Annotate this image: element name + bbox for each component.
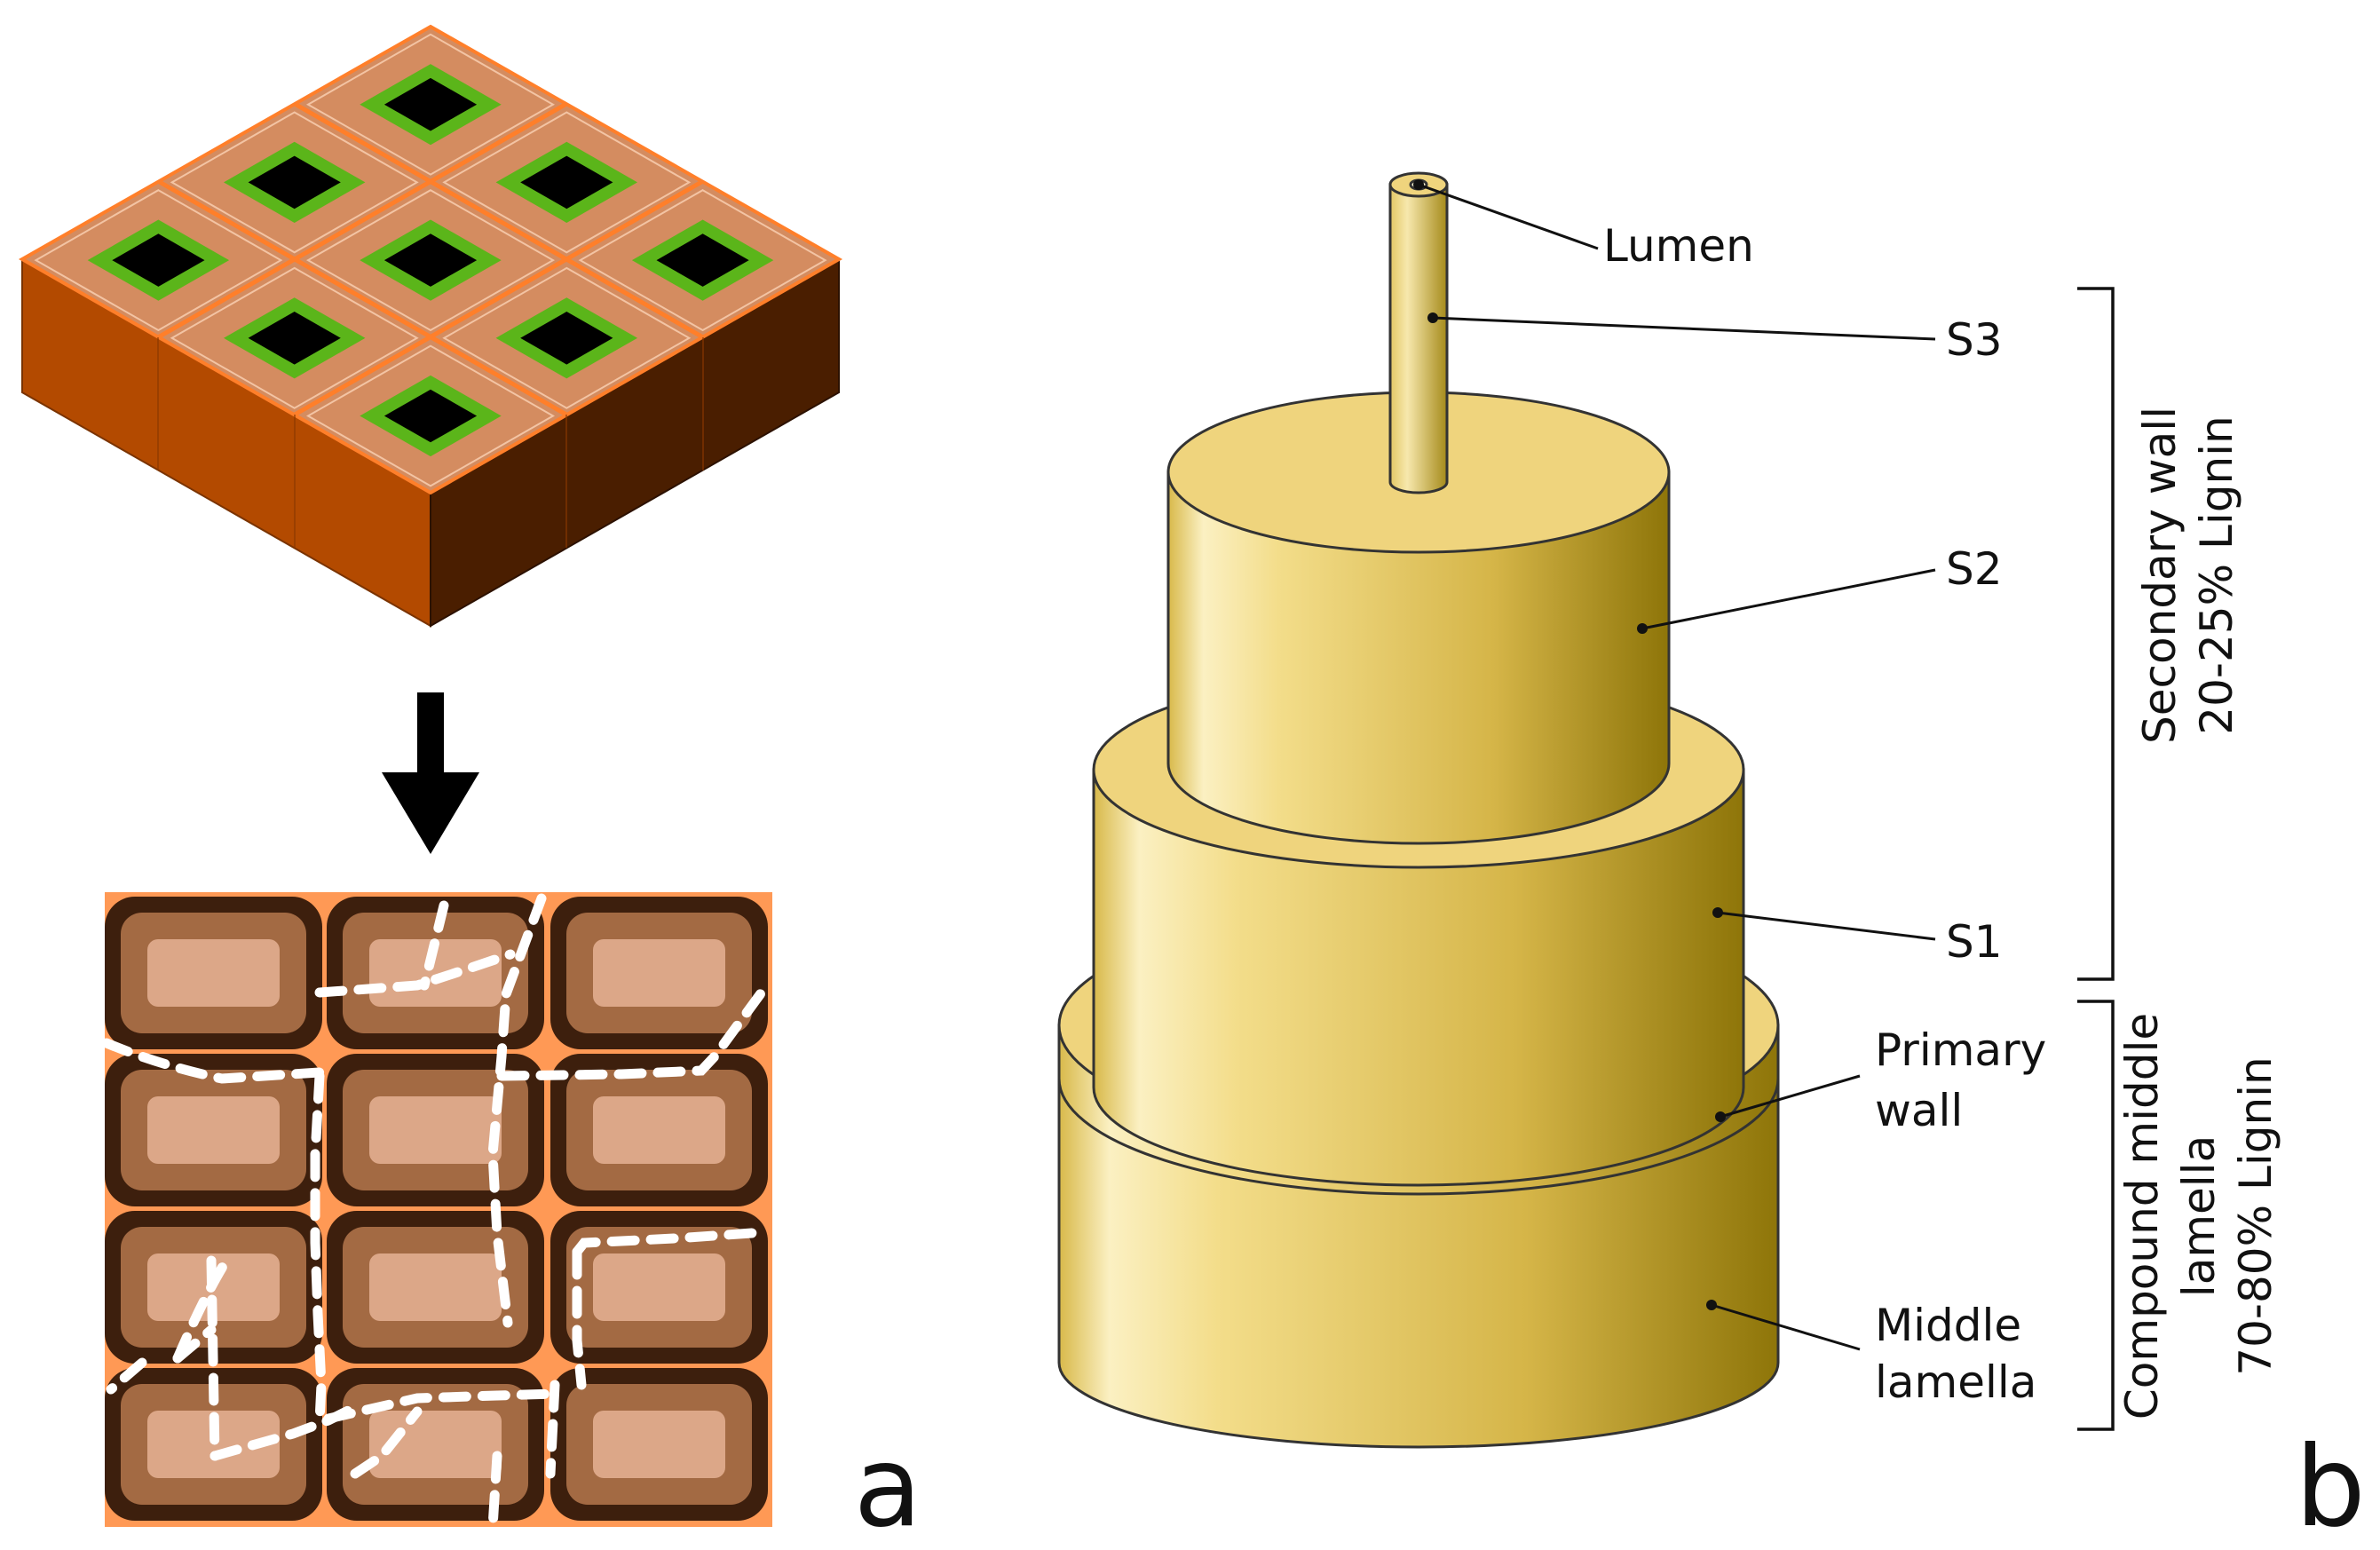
panel-label-a: a	[854, 1423, 922, 1550]
cell-outline	[305, 189, 556, 332]
cross-section-cell	[327, 1054, 544, 1206]
s3-label: S3	[1946, 314, 2003, 366]
s1-leader	[1717, 911, 1936, 941]
block-face-seams	[157, 337, 704, 548]
cross-section-cell	[550, 1368, 768, 1521]
cell-grid	[156, 101, 705, 417]
cross-section-cell	[105, 897, 322, 1049]
primary-wall-label-line1: Primary	[1875, 1024, 2046, 1076]
cell-outline	[170, 266, 419, 409]
cell-outline	[442, 266, 692, 409]
cross-section	[101, 892, 772, 1532]
cell-lumen	[112, 233, 205, 287]
cross-section-cell	[105, 1054, 322, 1206]
cross-section-cell	[550, 1054, 768, 1206]
s2-layer	[1166, 471, 1671, 845]
cell-lumen	[520, 312, 613, 365]
bracket-labels: Secondary wall 20-25% Lignin Compound mi…	[2116, 407, 2281, 1420]
cell-lumens	[34, 33, 827, 487]
cell-lumen	[383, 389, 478, 443]
cell-lumen	[520, 155, 613, 210]
s2-leader	[1641, 568, 1936, 630]
wood-cell-block	[18, 24, 843, 628]
cross-section-cell	[550, 897, 768, 1049]
middle-lamella-leader	[1711, 1303, 1861, 1351]
secondary-wall-label-line2: 20-25% Lignin	[2191, 415, 2242, 734]
middle-lamella-label-line2: lamella	[1875, 1356, 2036, 1408]
cell-lumen	[383, 233, 478, 287]
compound-middle-lamella-label-line3: 70-80% Lignin	[2230, 1056, 2281, 1375]
s1-label: S1	[1946, 916, 2003, 968]
compound-middle-lamella-bracket	[2077, 1000, 2115, 1431]
s2-label: S2	[1946, 543, 2003, 595]
crack-lines	[101, 893, 771, 1532]
down-arrow-icon	[382, 692, 479, 854]
cell-lumen	[248, 312, 341, 365]
primary-wall-leader	[1720, 1074, 1861, 1119]
cell-outline	[34, 189, 283, 332]
secondary-wall-label-line1: Secondary wall	[2134, 407, 2186, 744]
cross-section-cell	[327, 1211, 544, 1364]
s1-layer	[1092, 768, 1745, 1187]
primary-wall-label-line2: wall	[1875, 1085, 1963, 1136]
middle-lamella-label-line1: Middle	[1875, 1300, 2021, 1351]
cell-lumen	[656, 233, 749, 287]
cell-outline	[305, 344, 556, 487]
lumen-leader	[1418, 183, 1599, 250]
cell-outline	[578, 189, 827, 332]
cross-section-cell	[327, 897, 544, 1049]
s3-leader	[1432, 316, 1936, 341]
cell-lumen	[383, 77, 478, 131]
secondary-wall-bracket	[2077, 287, 2115, 981]
lumen-label: Lumen	[1603, 220, 1754, 272]
panel-label-b: b	[2295, 1423, 2365, 1550]
layer-brackets	[2077, 287, 2115, 1431]
cell-wall-model	[1057, 171, 1780, 1449]
cell-outline	[170, 111, 419, 254]
layer-labels: Lumen S3 S2 S1 Primary wall Middle lamel…	[1603, 220, 2046, 1408]
cross-section-cell	[327, 1368, 544, 1521]
compound-middle-lamella-label-line2: lamella	[2173, 1135, 2225, 1297]
leader-lines	[1413, 179, 1936, 1351]
cell-outline	[305, 33, 556, 176]
cross-section-cell	[550, 1211, 768, 1364]
cell-lumen	[248, 155, 341, 210]
cell-outline	[442, 111, 692, 254]
compound-middle-lamella-label-line1: Compound middle	[2116, 1013, 2168, 1420]
s3-layer	[1388, 183, 1449, 494]
